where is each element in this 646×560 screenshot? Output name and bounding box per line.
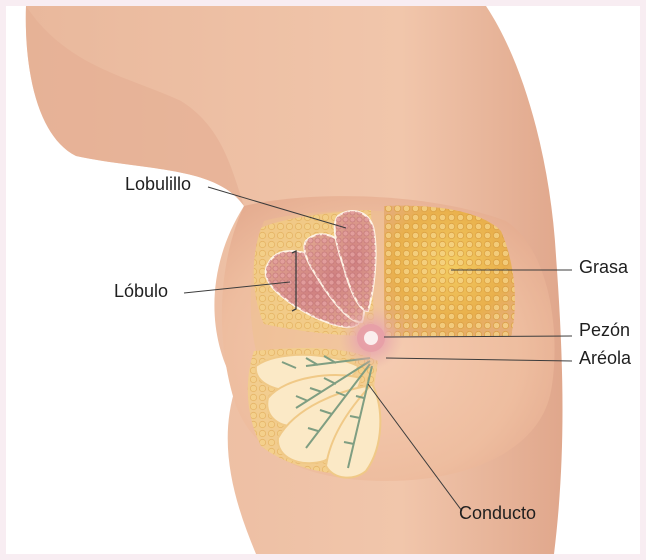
diagram-frame: Lobulillo Lóbulo Grasa Pezón Aréola Cond… <box>6 6 640 554</box>
label-grasa: Grasa <box>579 257 628 277</box>
label-areola: Aréola <box>579 348 631 368</box>
label-lobulo: Lóbulo <box>114 281 168 301</box>
label-lobulillo: Lobulillo <box>125 174 191 194</box>
label-pezon: Pezón <box>579 320 630 340</box>
breast-anatomy-illustration <box>6 6 640 554</box>
label-conducto: Conducto <box>459 503 536 523</box>
nipple-tip <box>364 331 378 345</box>
